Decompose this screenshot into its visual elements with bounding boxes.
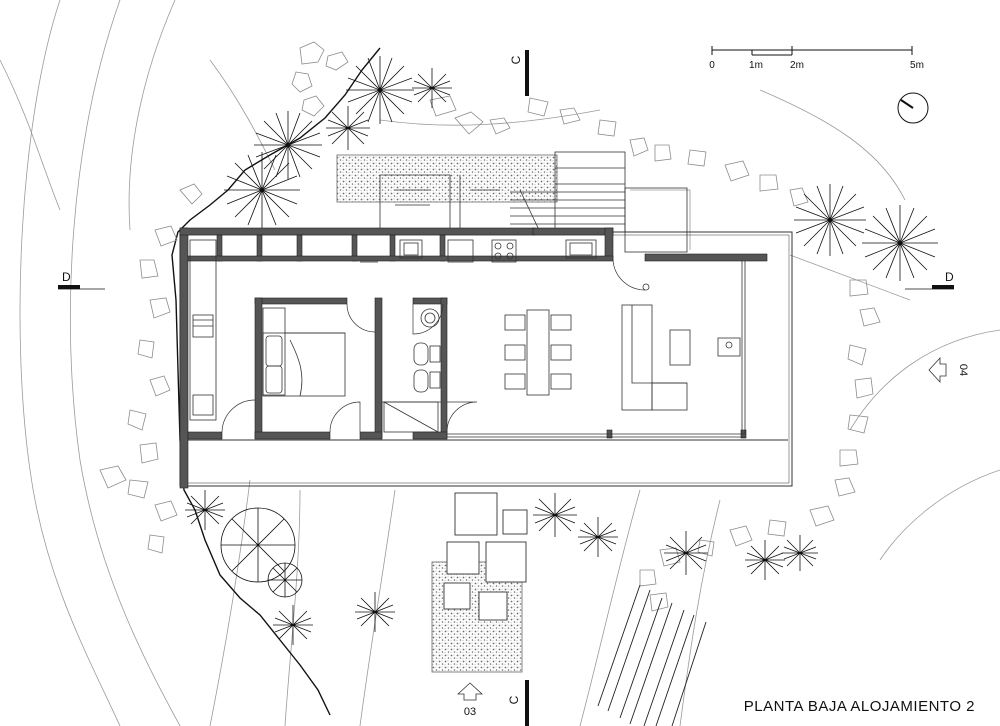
north-arrow-icon <box>897 92 929 124</box>
stone-path <box>99 41 881 612</box>
section-marker-icon: C C D D <box>58 50 954 726</box>
section-c-bottom-label: C <box>507 695 521 704</box>
stair-north <box>379 151 688 253</box>
scale-tick-5m: 5m <box>910 60 924 71</box>
drawing-title: PLANTA BAJA ALOJAMIENTO 2 <box>744 698 975 715</box>
bed <box>262 307 346 397</box>
walls <box>179 227 768 489</box>
bathroom-fixtures <box>383 308 441 433</box>
site-boundary-line <box>171 47 381 716</box>
dining-table <box>504 309 572 396</box>
tree-icon <box>185 56 938 645</box>
section-c-top-label: C <box>509 55 523 64</box>
section-d-right-label: D <box>945 270 954 284</box>
paving-slabs <box>443 492 528 621</box>
sofa <box>621 283 741 411</box>
scale-tick-0: 0 <box>709 60 715 71</box>
view-arrow-icon <box>456 356 947 701</box>
scale-bar <box>711 46 913 56</box>
gravel-terrace-north <box>336 154 558 203</box>
storage-bench <box>189 239 217 421</box>
terrace-outline <box>179 231 793 487</box>
section-d-left-label: D <box>62 270 71 284</box>
door-swings <box>221 257 646 433</box>
glazing <box>447 261 746 438</box>
view-03-label: 03 <box>464 706 476 718</box>
scale-tick-2m: 2m <box>790 60 804 71</box>
striped-pathway <box>597 584 707 726</box>
kitchen-counter <box>360 239 597 263</box>
scale-tick-1m: 1m <box>749 60 763 71</box>
view-04-label: 04 <box>957 364 969 376</box>
